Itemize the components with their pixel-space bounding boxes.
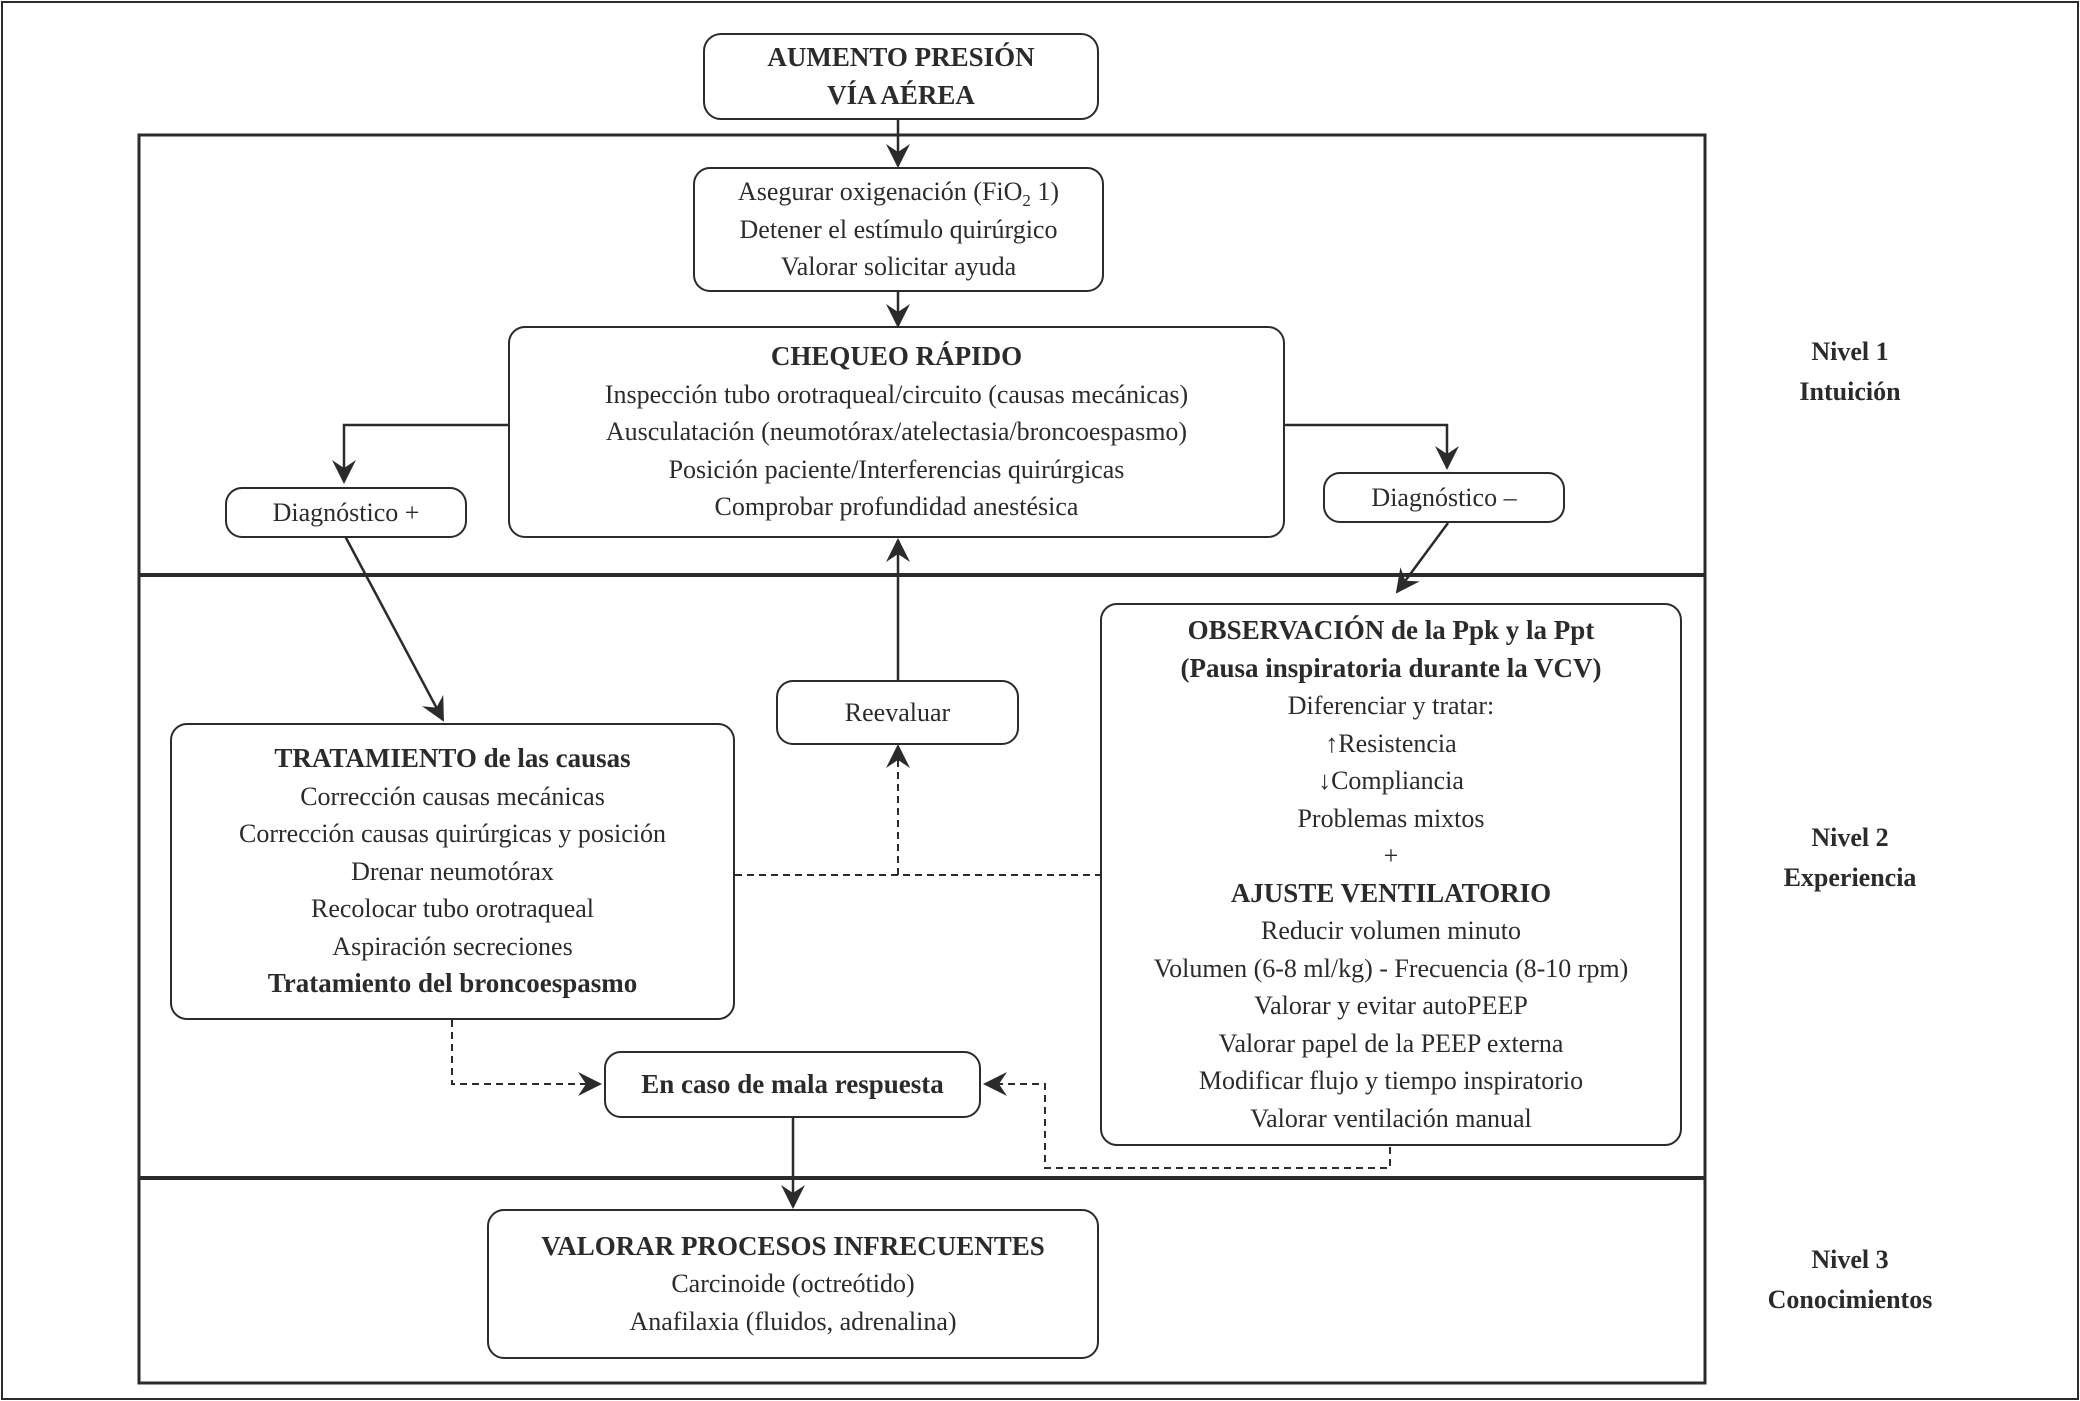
treatment-title: TRATAMIENTO de las causas	[274, 743, 631, 774]
ventilation-item: Volumen (6-8 ml/kg) - Frecuencia (8-10 r…	[1153, 953, 1629, 983]
observation-resistance: ↑Resistencia	[1325, 728, 1457, 758]
ventilation-item: Modificar flujo y tiempo inspiratorio	[1198, 1066, 1584, 1095]
start-line-1: AUMENTO PRESIÓN	[767, 42, 1035, 72]
dashed-arrow-treatment-to-bad-response	[451, 1020, 602, 1096]
treatment-item: Aspiración secreciones	[332, 931, 573, 961]
observation-compliance: ↓Compliancia	[1318, 766, 1464, 795]
ventilation-item: Valorar papel de la PEEP externa	[1218, 1028, 1564, 1058]
level-3-label: Nivel 3 Conocimientos	[1700, 1240, 2000, 1320]
level-1-label: Nivel 1 Intuición	[1700, 332, 2000, 412]
ventilation-title: AJUSTE VENTILATORIO	[1230, 877, 1552, 908]
levels-frame	[137, 133, 1707, 1385]
treatment-box: TRATAMIENTO de las causas Corrección cau…	[170, 723, 735, 1020]
diagnosis-negative-label: Diagnóstico –	[1371, 482, 1517, 512]
start-box: AUMENTO PRESIÓN VÍA AÉREA	[703, 33, 1099, 120]
call-help-text: Valorar solicitar ayuda	[780, 252, 1017, 282]
quick-check-box: CHEQUEO RÁPIDO Inspección tubo orotraque…	[508, 326, 1285, 538]
observation-diff: Diferenciar y tratar:	[1287, 691, 1495, 720]
oxygenation-text: Asegurar oxigenación (FiO2 1)	[737, 177, 1060, 211]
treatment-item: Drenar neumotórax	[351, 856, 554, 886]
stop-stimulus-text: Detener el estímulo quirúrgico	[739, 214, 1058, 244]
level-name: Nivel 1	[1811, 337, 1889, 366]
treatment-item: Recolocar tubo orotraqueal	[311, 894, 594, 924]
ventilation-item: Reducir volumen minuto	[1261, 916, 1521, 945]
rare-process-item: Carcinoide (octreótido)	[671, 1269, 915, 1299]
treatment-item: Corrección causas mecánicas	[300, 781, 605, 811]
observation-title: OBSERVACIÓN de la Ppk y la Ppt	[1187, 615, 1595, 645]
bad-response-box: En caso de mala respuesta	[604, 1051, 981, 1118]
level-2-label: Nivel 2 Experiencia	[1700, 818, 2000, 898]
reevaluate-label: Reevaluar	[844, 697, 951, 727]
arrow-diag-pos-to-treatment	[343, 535, 445, 722]
rare-processes-title: VALORAR PROCESOS INFRECUENTES	[541, 1230, 1045, 1261]
quick-check-title: CHEQUEO RÁPIDO	[770, 341, 1023, 372]
level-description: Experiencia	[1783, 863, 1917, 892]
rare-processes-box: VALORAR PROCESOS INFRECUENTES Carcinoide…	[487, 1209, 1099, 1359]
treatment-bronchospasm: Tratamiento del broncoespasmo	[267, 968, 638, 999]
arrow-check-to-diag-neg	[1285, 423, 1459, 470]
rare-process-item: Anafilaxia (fluidos, adrenalina)	[629, 1306, 957, 1336]
bad-response-label: En caso de mala respuesta	[641, 1068, 944, 1099]
quick-check-item: Posición paciente/Interferencias quirúrg…	[668, 454, 1125, 484]
diagnosis-positive-box: Diagnóstico +	[225, 487, 467, 538]
level-name: Nivel 3	[1811, 1245, 1889, 1274]
treatment-item: Corrección causas quirúrgicas y posición	[239, 819, 666, 849]
level-description: Intuición	[1799, 377, 1901, 406]
start-line-2: VÍA AÉREA	[827, 79, 975, 110]
quick-check-item: Inspección tubo orotraqueal/circuito (ca…	[604, 379, 1189, 409]
level-description: Conocimientos	[1767, 1285, 1933, 1314]
arrow-diag-neg-to-observation	[1395, 522, 1450, 594]
level-name: Nivel 2	[1811, 823, 1889, 852]
quick-check-item: Comprobar profundidad anestésica	[714, 492, 1079, 522]
dashed-arrow-observation-to-bad-response	[983, 1072, 1391, 1169]
arrow-check-to-diag-pos	[332, 423, 508, 484]
diagnosis-negative-box: Diagnóstico –	[1323, 472, 1565, 523]
observation-mixed: Problemas mixtos	[1297, 803, 1485, 833]
step1-box: Asegurar oxigenación (FiO2 1) Detener el…	[693, 167, 1104, 292]
reevaluate-box: Reevaluar	[776, 680, 1019, 745]
observation-box: OBSERVACIÓN de la Ppk y la Ppt (Pausa in…	[1100, 603, 1682, 1146]
quick-check-item: Ausculatación (neumotórax/atelectasia/br…	[605, 417, 1188, 447]
diagnosis-positive-label: Diagnóstico +	[272, 497, 420, 527]
ventilation-item: Valorar ventilación manual	[1250, 1103, 1532, 1133]
observation-subtitle: (Pausa inspiratoria durante la VCV)	[1180, 652, 1602, 683]
observation-plus: +	[1383, 841, 1399, 870]
ventilation-item: Valorar y evitar autoPEEP	[1254, 991, 1528, 1020]
